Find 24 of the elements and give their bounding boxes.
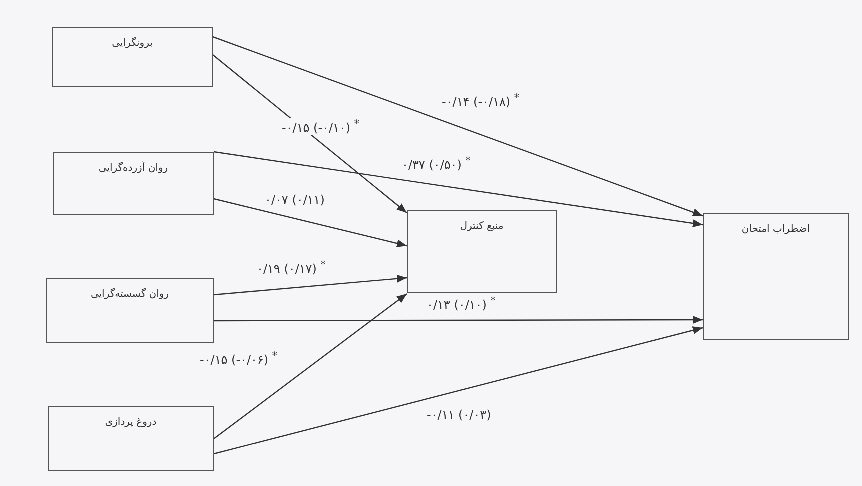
edge-label: -۰/۱۴ (-۰/۱۸) $^{*}$ bbox=[440, 92, 522, 109]
box-label: دروغ پردازی bbox=[104, 417, 158, 428]
variable-box bbox=[52, 27, 213, 87]
arrow bbox=[214, 151, 704, 228]
box-label: اضطراب امتحان bbox=[740, 224, 812, 235]
arrow bbox=[214, 274, 408, 296]
variable-box bbox=[703, 213, 849, 340]
arrow bbox=[212, 36, 704, 217]
box-label: روان گسسته‌گرایی bbox=[90, 289, 170, 300]
arrow bbox=[214, 198, 408, 248]
variable-box bbox=[46, 278, 214, 343]
edge-label: -۰/۱۵ (-۰/۱۰) $^{*}$ bbox=[280, 118, 362, 135]
variable-box bbox=[407, 210, 557, 293]
box-label: برونگرایی bbox=[111, 38, 154, 49]
arrow bbox=[212, 54, 408, 214]
edge-label: -۰/۱۵ (-۰/۰۶) $^{*}$ bbox=[198, 350, 280, 367]
variable-box bbox=[53, 152, 214, 215]
arrow bbox=[214, 326, 704, 455]
variable-box bbox=[48, 406, 214, 471]
box-label: روان آزرده‌گرایی bbox=[98, 163, 170, 174]
box-label: منبع کنترل bbox=[459, 221, 505, 232]
arrow bbox=[214, 294, 408, 440]
arrow bbox=[214, 316, 703, 324]
edge-label: -۰/۱۱ (۰/۰۳) bbox=[425, 408, 494, 422]
